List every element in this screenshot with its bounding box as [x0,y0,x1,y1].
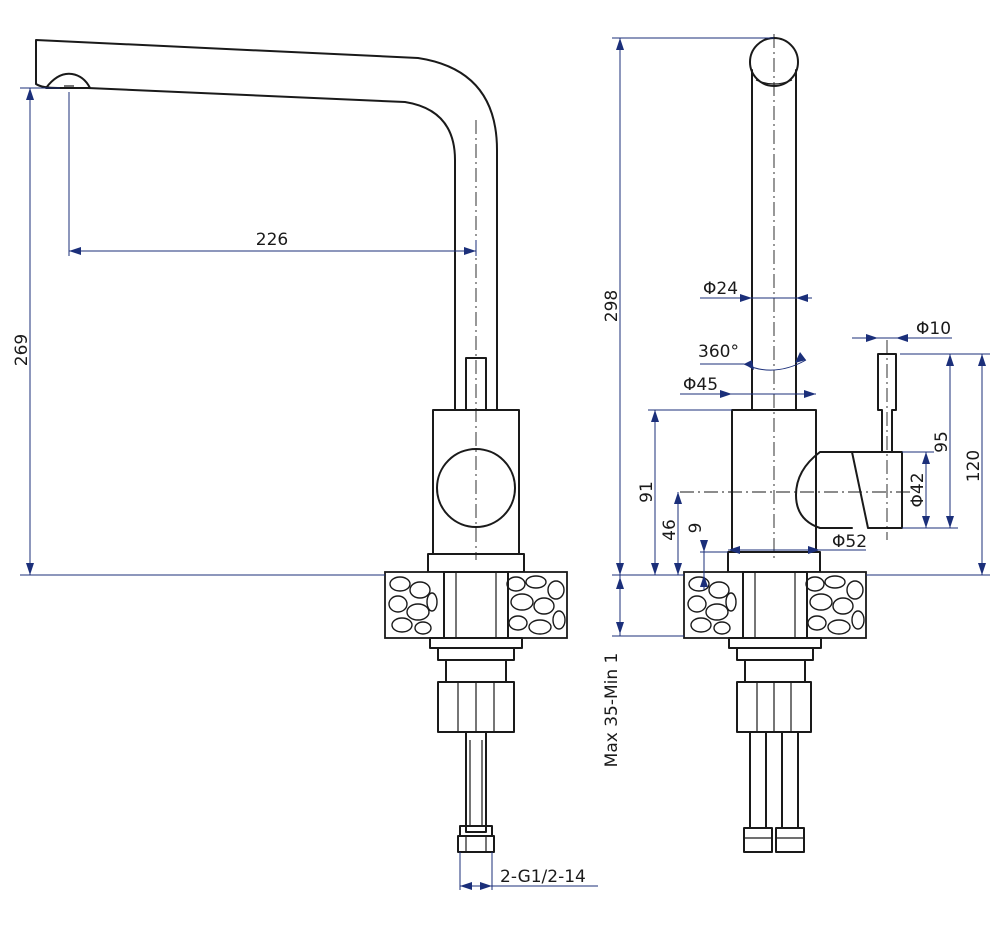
mount-nut [437,681,515,733]
stone-hatch-right [687,575,865,635]
dim-base-diameter: Φ52 [832,532,867,552]
dim-lever-height: 120 [964,450,984,482]
dim-body-diameter: Φ45 [683,375,718,395]
side-dimensions: 298 Max 35-Min 1 Φ24 360° Φ45 Φ10 95 [602,37,990,768]
dim-handle-diameter: Φ10 [916,319,951,339]
dim-cartridge-height: 46 [660,519,680,541]
spout-outline [35,39,498,411]
dim-lever-length: 95 [932,431,952,453]
dim-spout-diameter: Φ24 [703,279,738,299]
front-view [35,39,568,853]
dim-deck-thickness: Max 35-Min 1 [602,653,622,768]
dim-spout-height: 269 [12,334,32,366]
dim-total-height: 298 [602,290,622,322]
hose-fitting [457,835,495,853]
dim-supply-hose: 2-G1/2-14 [500,867,586,887]
handle-disk [436,448,516,528]
side-spout [751,69,797,411]
supply-hose [465,731,487,833]
side-mount-nut [736,681,812,733]
dim-handle-center-height: 91 [637,481,657,503]
dim-cartridge-diameter: Φ42 [908,472,928,507]
stone-hatch-left [388,575,566,635]
dim-base-ring: 9 [686,523,706,534]
side-view [680,34,910,853]
side-hose-a [749,731,767,829]
dim-rotation: 360° [698,342,739,362]
aerator [45,72,91,89]
front-dimensions: 269 226 2-G1/2-14 [12,87,598,890]
dim-spout-reach: 226 [256,230,288,250]
side-cartridge [795,451,853,529]
side-hose-b [781,731,799,829]
side-handle-rod [877,353,897,453]
